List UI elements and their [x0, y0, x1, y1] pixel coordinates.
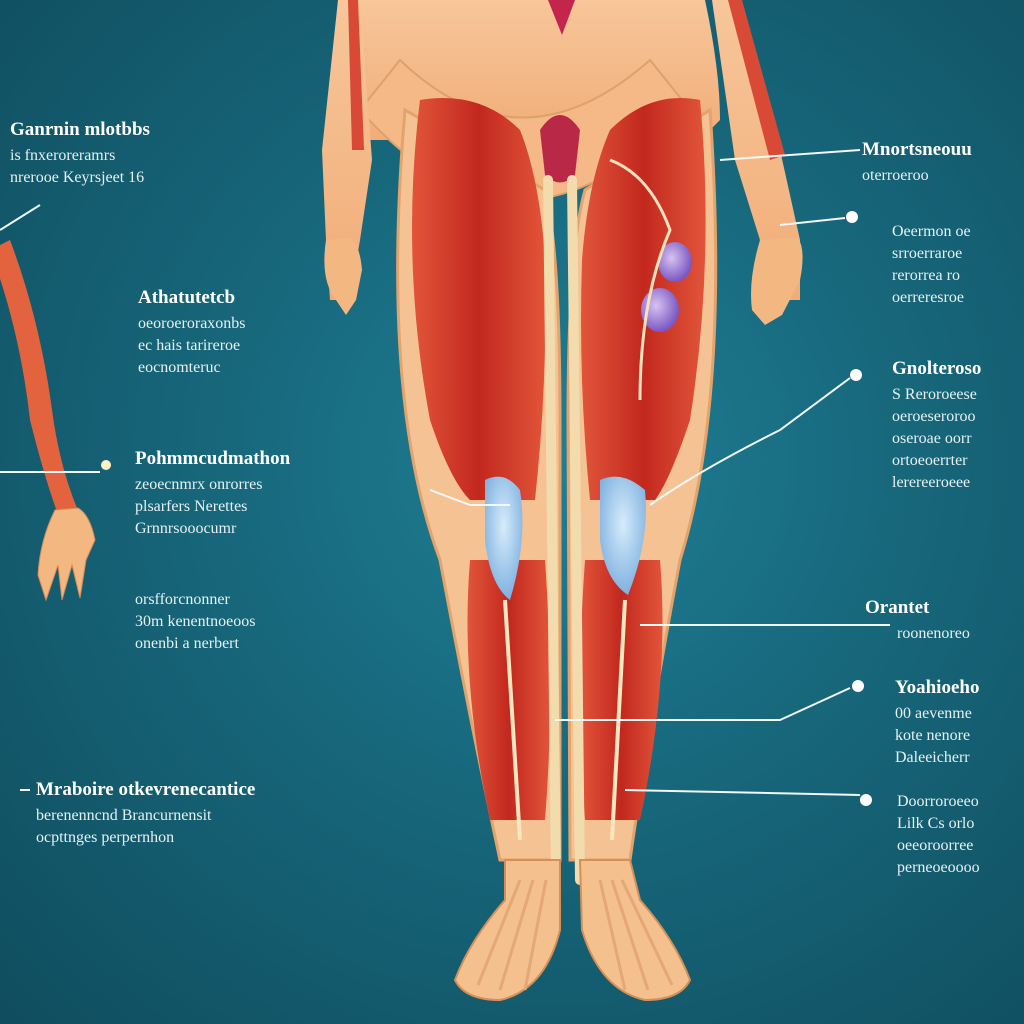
label-right-3-line-4: ortoeoerrter — [892, 451, 968, 469]
label-right-2-line-1: Oeermon oe — [892, 223, 971, 240]
left-side-arm — [712, 0, 803, 325]
label-right-3-line-2: oeroeseroroo — [892, 407, 976, 425]
label-left-3-title: Pohmmcudmathon — [135, 448, 291, 469]
label-left-3-line-3: Grnnrsooocumr — [135, 519, 237, 537]
leader-lines — [0, 149, 890, 806]
label-left-4-line-1: orsfforcnonner — [135, 591, 230, 608]
label-left-3-line-1: zeoecnmrx onrorres — [135, 475, 263, 493]
label-left-2-title: Athatutetcb — [138, 287, 236, 308]
legs — [396, 98, 718, 885]
label-left-2-line-3: eocnomteruc — [138, 358, 221, 376]
label-right-6: Doorroroeeo Lilk Cs orlo oeeoroorree per… — [897, 792, 980, 880]
label-right-2-line-4: oerreresroe — [892, 289, 964, 306]
label-right-5-line-2: kote nenore — [895, 726, 971, 744]
label-right-3-line-3: oseroae oorr — [892, 429, 972, 447]
label-left-3-line-2: plsarfers Nerettes — [135, 497, 248, 515]
label-right-3-title: Gnolteroso — [892, 358, 982, 379]
label-right-1-title: Mnortsneouu — [862, 139, 972, 160]
label-right-2-line-3: rerorrea ro — [892, 267, 960, 284]
label-left-5-line-2: ocpttnges perpernhon — [36, 828, 175, 846]
label-right-4: Orantet roonenoreo — [865, 596, 970, 646]
label-left-2-line-2: ec hais tarireroe — [138, 336, 241, 354]
label-right-2-line-2: srroerraroe — [892, 245, 963, 262]
label-right-4-title: Orantet — [865, 597, 930, 618]
label-left-3: Pohmmcudmathon zeoecnmrx onrorres plsarf… — [135, 447, 290, 541]
label-right-2: Oeermon oe srroerraroe rerorrea ro oerre… — [892, 222, 971, 310]
left-arm-fragment — [0, 240, 96, 602]
label-left-1-title: Ganrnin mlotbbs — [10, 119, 150, 140]
label-left-5-line-1: berenenncnd Brancurnensit — [36, 806, 212, 824]
label-left-1: Ganrnin mlotbbs is fnxeroreramrs nrerooe… — [10, 118, 150, 190]
feet — [453, 859, 692, 1002]
label-left-2: Athatutetcb oeoroeroraxonbs ec hais tari… — [138, 286, 246, 380]
label-right-1: Mnortsneouu oterroeroo — [862, 138, 972, 188]
label-right-5-line-1: 00 aevenme — [895, 704, 972, 722]
label-left-2-line-1: oeoroeroraxonbs — [138, 314, 246, 332]
label-right-4-line-1: roonenoreo — [897, 624, 970, 642]
label-right-3-line-1: S Reroroeese — [892, 385, 977, 403]
label-left-5-title: Mraboire otkevrenecantice — [36, 779, 256, 800]
label-right-3: Gnolteroso S Reroroeese oeroeseroroo ose… — [892, 357, 981, 495]
label-left-4-line-2: 30m kenentnoeoos — [135, 613, 256, 630]
label-right-1-line-1: oterroeroo — [862, 166, 929, 184]
label-left-1-line-1: is fnxeroreramrs — [10, 146, 116, 164]
label-left-4: orsfforcnonner 30m kenentnoeoos onenbi a… — [135, 590, 255, 656]
label-left-5: Mraboire otkevrenecantice berenenncnd Br… — [36, 778, 255, 850]
label-right-5-line-3: Daleeicherr — [895, 748, 970, 766]
label-right-5: Yoahioeho 00 aevenme kote nenore Daleeic… — [895, 676, 979, 770]
label-right-6-line-3: oeeoroorree — [897, 837, 974, 854]
label-right-6-line-2: Lilk Cs orlo — [897, 815, 975, 832]
right-side-arm — [322, 0, 372, 315]
label-right-6-line-4: perneoeoooo — [897, 859, 980, 876]
label-right-5-title: Yoahioeho — [895, 677, 980, 698]
label-left-1-line-2: nrerooe Keyrsjeet 16 — [10, 168, 145, 186]
label-right-3-line-5: lerereeroeee — [892, 473, 971, 491]
label-right-6-line-1: Doorroroeeo — [897, 793, 979, 810]
label-left-4-line-3: onenbi a nerbert — [135, 635, 239, 652]
